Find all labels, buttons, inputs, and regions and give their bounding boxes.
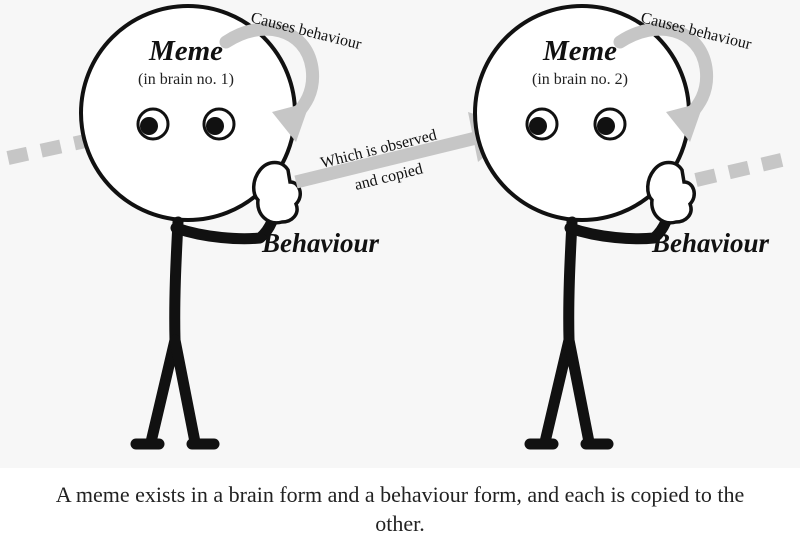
left-causes-arrowhead [272,102,310,142]
right-stick-figure [473,4,714,450]
meme-diagram: Meme (in brain no. 1) Causes behaviour B… [6,4,792,450]
right-meme-title: Meme [542,35,617,67]
right-causes-arrowhead [666,102,704,142]
left-meme-subtitle: (in brain no. 1) [138,71,234,88]
right-eyes [525,107,627,141]
right-hand [646,160,696,225]
right-behaviour-label: Behaviour [651,228,770,258]
left-meme-title: Meme [148,35,223,67]
left-body [130,192,284,450]
left-hand [252,160,302,225]
left-stick-figure [79,4,320,450]
outgoing-dashed-arrow [694,151,792,187]
left-eyes [136,107,236,141]
figure-caption: A meme exists in a brain form and a beha… [0,468,800,550]
right-meme-subtitle: (in brain no. 2) [532,71,628,88]
right-body [524,192,678,450]
left-behaviour-label: Behaviour [261,228,380,258]
